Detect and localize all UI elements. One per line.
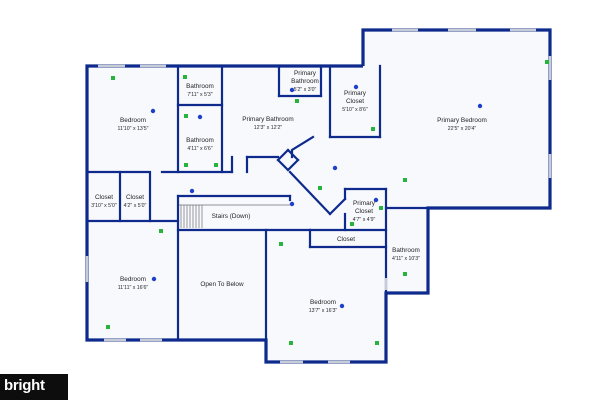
- room-dims-primary-bedroom: 22'5" x 20'4": [448, 126, 477, 132]
- stair-treads: [179, 204, 290, 228]
- marker-green: [111, 76, 115, 80]
- room-dims-primary-closet-2: 4'7" x 4'9": [353, 217, 376, 223]
- room-labels: Bedroom 11'10" x 13'5" Bathroom 7'11" x …: [91, 70, 487, 314]
- marker-green: [375, 341, 379, 345]
- windows: [85, 28, 552, 364]
- room-label-closet-1: Closet: [95, 194, 113, 201]
- marker-green: [106, 325, 110, 329]
- room-label-primary-bedroom: Primary Bedroom: [437, 117, 487, 124]
- marker-green: [279, 242, 283, 246]
- marker-blue: [197, 114, 203, 120]
- marker-green: [159, 229, 163, 233]
- room-label-primary-bathroom: Primary Bathroom: [242, 116, 294, 123]
- marker-green: [183, 75, 187, 79]
- marker-green: [545, 60, 549, 64]
- marker-blue: [353, 84, 359, 90]
- room-dims-closet-2: 4'2" x 5'0": [124, 203, 147, 209]
- marker-green: [371, 127, 375, 131]
- room-label-bedroom-s: Bedroom: [310, 299, 336, 306]
- marker-green: [318, 186, 322, 190]
- marker-blue: [189, 188, 195, 194]
- marker-blue: [373, 197, 379, 203]
- room-label-bathroom-2: Bathroom: [186, 137, 214, 144]
- marker-green: [403, 178, 407, 182]
- watermark-text: bright: [4, 377, 45, 394]
- room-label-bedroom-sw: Bedroom: [120, 276, 146, 283]
- room-dims-closet-1: 3'10" x 5'0": [91, 203, 117, 209]
- room-dims-bathroom-3: 4'11" x 10'3": [392, 256, 420, 262]
- marker-green: [184, 114, 188, 118]
- room-label-primary-bathroom-small: Primary: [294, 70, 317, 77]
- room-dims-bedroom-nw: 11'10" x 13'5": [118, 126, 149, 132]
- room-label-closet-2: Closet: [126, 194, 144, 201]
- marker-green: [214, 163, 218, 167]
- interior-walls: [85, 64, 430, 342]
- room-label-primary-closet-2-2: Closet: [355, 208, 373, 215]
- room-dims-bathroom-2: 4'11" x 6'6": [187, 146, 212, 152]
- floor-area: [87, 30, 550, 362]
- marker-green: [289, 341, 293, 345]
- room-label-bedroom-nw: Bedroom: [120, 117, 146, 124]
- marker-green: [184, 163, 188, 167]
- marker-green: [403, 272, 407, 276]
- room-label-primary-closet-1-2: Closet: [346, 98, 364, 105]
- marker-blue: [150, 108, 156, 114]
- room-dims-primary-bathroom: 12'3" x 12'2": [254, 125, 283, 131]
- room-label-stairs: Stairs (Down): [212, 213, 251, 220]
- room-label-primary-bathroom-small-2: Bathroom: [291, 78, 319, 85]
- room-label-bathroom-1: Bathroom: [186, 83, 214, 90]
- room-label-open-to-below: Open To Below: [200, 281, 244, 288]
- room-dims-bedroom-sw: 11'11" x 16'6": [118, 285, 149, 291]
- watermark-logo: bright: [0, 374, 68, 400]
- marker-blue: [151, 276, 157, 282]
- marker-blue: [289, 201, 295, 207]
- marker-blue: [339, 303, 345, 309]
- marker-blue: [332, 165, 338, 171]
- room-dims-bedroom-s: 13'7" x 16'3": [309, 308, 338, 314]
- green-markers: [106, 60, 549, 345]
- room-label-bathroom-3: Bathroom: [392, 247, 420, 254]
- room-label-primary-closet-2: Primary: [353, 200, 376, 207]
- marker-blue: [289, 87, 295, 93]
- marker-blue: [477, 103, 483, 109]
- marker-green: [350, 222, 354, 226]
- room-dims-primary-closet-1: 5'10" x 8'6": [342, 107, 368, 113]
- marker-green: [295, 99, 299, 103]
- room-label-primary-closet-1: Primary: [344, 90, 367, 97]
- room-dims-primary-bathroom-small: 5'2" x 3'0": [294, 87, 317, 93]
- room-dims-bathroom-1: 7'11" x 5'3": [187, 92, 212, 98]
- room-label-closet-3: Closet: [337, 236, 355, 243]
- blue-markers: [150, 84, 483, 309]
- marker-green: [379, 206, 383, 210]
